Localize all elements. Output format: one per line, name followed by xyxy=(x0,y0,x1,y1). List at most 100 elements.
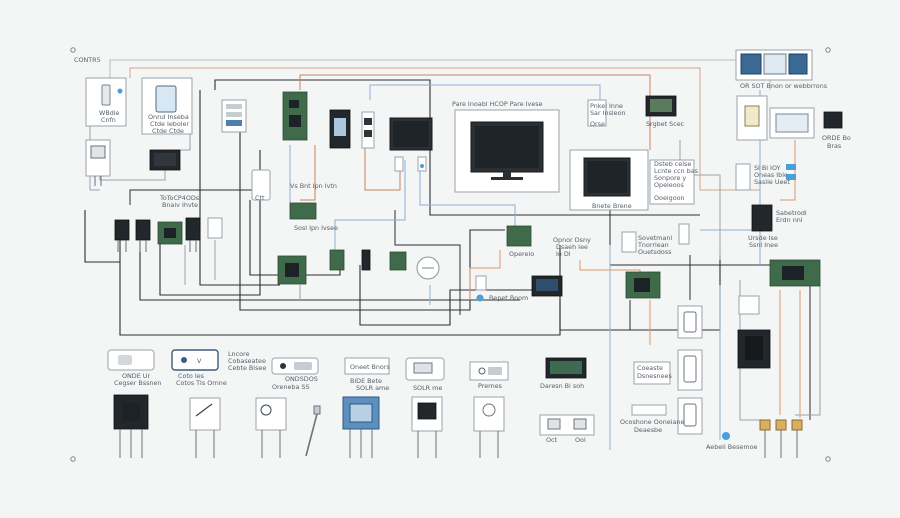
wire xyxy=(159,150,261,296)
gauge-device xyxy=(255,397,287,431)
corner-dot xyxy=(825,47,831,53)
wire xyxy=(199,90,280,286)
controller-strip xyxy=(226,120,242,126)
module-label: Ursde Ise xyxy=(748,234,778,242)
sensor-icon xyxy=(90,145,106,159)
wire xyxy=(139,240,520,301)
ic-module xyxy=(135,219,151,241)
cylinder-module xyxy=(251,169,271,201)
probe-icon xyxy=(305,409,319,457)
wire xyxy=(214,79,700,216)
connector xyxy=(678,223,690,245)
controller-strip xyxy=(226,104,242,109)
label-strip xyxy=(631,404,667,416)
wire xyxy=(394,210,461,315)
outlet-icon xyxy=(683,355,697,383)
chip xyxy=(285,263,299,277)
probe-tip xyxy=(313,405,321,415)
module-label: Ctde Ieboler xyxy=(150,120,189,128)
switch-dot-icon xyxy=(181,357,187,363)
terminal xyxy=(759,419,771,431)
outlet-icon xyxy=(683,403,697,427)
ic-module xyxy=(361,249,371,271)
module-label: Operelo xyxy=(509,250,534,258)
module-label: Bras xyxy=(827,142,842,150)
module-label: Lcnte ccn bas xyxy=(654,167,699,175)
chip xyxy=(289,115,301,127)
module-label: Bnaiv Ihvte xyxy=(162,201,198,209)
module-label: Aebeli Besemoe xyxy=(706,443,757,451)
module-label: Cegser Bssnen xyxy=(114,379,161,387)
module-label: Saslie Ueet xyxy=(754,178,790,186)
module-label: WBdle xyxy=(99,109,120,117)
board-chip xyxy=(740,53,762,75)
switch-icon xyxy=(488,367,502,375)
corner-dot xyxy=(70,456,76,462)
ic-module xyxy=(751,204,773,232)
wire xyxy=(239,130,505,311)
ic-module xyxy=(114,219,130,241)
connector-dot-icon xyxy=(420,164,424,168)
relay-icon xyxy=(364,130,372,137)
tablet-icon xyxy=(155,85,177,113)
module-label: Prernes xyxy=(478,382,503,390)
corner-dot xyxy=(825,456,831,462)
module-label: Ocoshone Ooneiane xyxy=(620,418,684,426)
module-label: Deaesbe xyxy=(634,426,662,434)
sensor-device xyxy=(473,396,505,432)
board-chip xyxy=(788,53,808,75)
module-label: Oneas Ibie xyxy=(754,171,788,179)
module-label: Vs Bnt Ipn Ivtn xyxy=(290,182,337,190)
module-label: Sl Bl IOY xyxy=(754,164,781,172)
blue-module-face xyxy=(349,403,373,423)
module-label: Io Dl xyxy=(556,250,571,258)
connector xyxy=(735,163,751,191)
text-panel xyxy=(633,361,671,385)
switch-icon xyxy=(573,418,587,430)
chip xyxy=(164,228,176,238)
main-monitor-screen xyxy=(475,126,539,168)
module-label: ToToCP4ODs xyxy=(159,194,200,202)
module-label: Sosl Ipn Ivsee xyxy=(294,224,338,232)
module-label: Oneet Bnors xyxy=(350,363,390,371)
monitor-screen xyxy=(587,161,627,193)
module-label: SOLR me xyxy=(413,384,442,392)
connector xyxy=(621,231,637,253)
status-dot-icon xyxy=(476,294,484,302)
module-label: Dsaeh Iee xyxy=(556,243,588,251)
module-label: Pare Inoabl HCOP Pare Ivese xyxy=(452,100,543,108)
wire xyxy=(780,140,796,201)
pcb-board xyxy=(289,202,317,220)
wires xyxy=(84,59,821,450)
ic-module xyxy=(207,217,223,239)
lcd-screen xyxy=(334,118,346,136)
module-label: Cotos Tls Ornne xyxy=(176,379,227,387)
sensor-device-icon xyxy=(482,403,496,417)
gauge-needle xyxy=(195,403,213,417)
connector xyxy=(394,156,404,172)
corner-label: CONTR5 xyxy=(74,56,101,64)
switch-icon xyxy=(118,355,132,365)
monitor-base xyxy=(491,177,523,180)
connector xyxy=(738,295,760,315)
switch-module xyxy=(171,349,219,371)
module-label: Oct xyxy=(546,436,558,444)
module-label: Cebte Bisee xyxy=(228,364,266,372)
module-label: Orse xyxy=(590,120,605,128)
display-screen xyxy=(650,99,672,112)
display-screen xyxy=(154,153,176,166)
pin-row xyxy=(349,429,373,458)
gauge-dial-icon xyxy=(260,404,272,416)
pin-row xyxy=(117,240,197,252)
switch-dot-icon xyxy=(280,363,286,369)
module-label: Cobaseatee xyxy=(228,357,266,365)
module-label: Ooelgoon xyxy=(654,194,685,202)
module-label: Srgbet Scec xyxy=(646,120,685,128)
module-label: ONDSDOS xyxy=(285,375,318,383)
module-label: SOLR ame xyxy=(356,384,389,392)
board-chip xyxy=(763,53,787,75)
gauge-device xyxy=(189,397,221,431)
wire xyxy=(84,210,120,263)
ic-module xyxy=(185,217,201,241)
